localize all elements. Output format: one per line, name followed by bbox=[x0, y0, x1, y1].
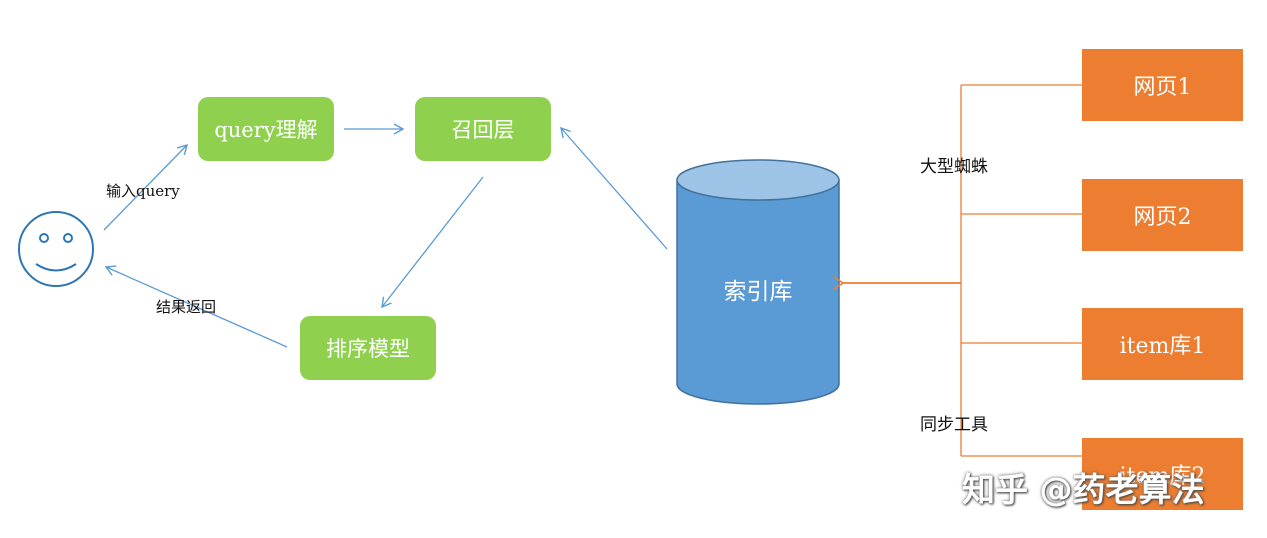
ranking-model-label: 排序模型 bbox=[326, 337, 410, 361]
sync-tool-label: 同步工具 bbox=[920, 415, 988, 435]
smiley-face-icon bbox=[18, 211, 94, 287]
webpage1-box: 网页1 bbox=[1082, 49, 1243, 121]
watermark-text: 知乎 @药老算法 bbox=[962, 470, 1205, 509]
query-understanding-label: query理解 bbox=[214, 118, 318, 142]
webpage2-box: 网页2 bbox=[1082, 179, 1243, 251]
recall-layer-box: 召回层 bbox=[415, 97, 551, 161]
arrow-user-to-query bbox=[103, 143, 189, 231]
item-db1-label: item库1 bbox=[1119, 334, 1206, 359]
item-db1-box: item库1 bbox=[1082, 308, 1243, 380]
index-db-cylinder bbox=[676, 159, 840, 405]
webpage2-label: 网页2 bbox=[1133, 205, 1192, 230]
spider-label: 大型蜘蛛 bbox=[920, 157, 988, 177]
arrow-recall-to-ranking bbox=[381, 176, 484, 309]
arrow-index-to-recall bbox=[560, 126, 668, 250]
recall-layer-label: 召回层 bbox=[451, 118, 515, 142]
arrow-ranking-to-user bbox=[104, 265, 288, 348]
item-db2-label: item库2 bbox=[1119, 464, 1206, 489]
return-results-label: 结果返回 bbox=[156, 298, 217, 316]
webpage1-label: 网页1 bbox=[1133, 75, 1192, 100]
input-query-label: 输入query bbox=[106, 182, 180, 200]
index-db-label: 索引库 bbox=[723, 279, 793, 305]
item-db2-box: item库2 bbox=[1082, 438, 1243, 510]
query-understanding-box: query理解 bbox=[198, 97, 334, 161]
source-connectors bbox=[960, 84, 1082, 457]
ranking-model-box: 排序模型 bbox=[300, 316, 436, 380]
